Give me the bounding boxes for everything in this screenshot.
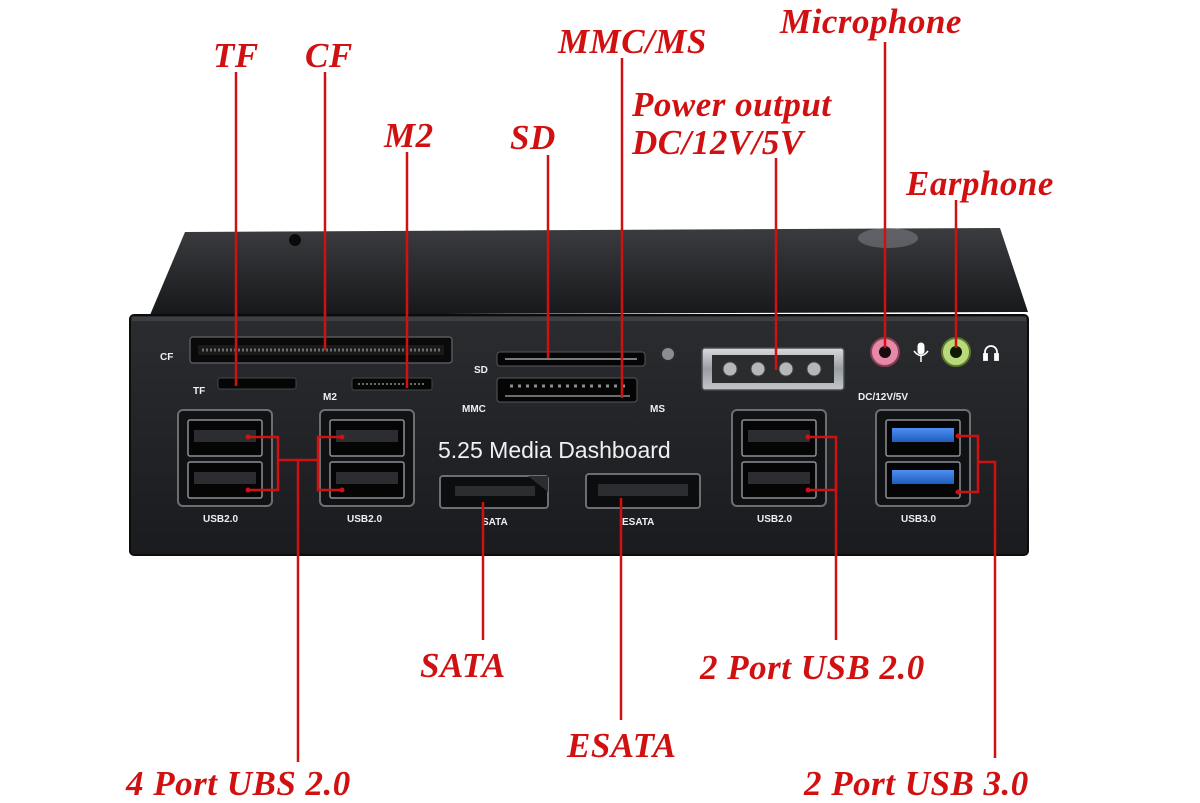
leader-lines xyxy=(234,42,997,762)
usb2-block-b-bracket xyxy=(316,435,342,492)
callout-microphone: Microphone xyxy=(780,2,962,41)
tf-port-label: TF xyxy=(193,386,205,397)
esata-port: ESATA xyxy=(585,473,701,528)
ms-port-label: MS xyxy=(650,404,665,415)
cf-port-label: CF xyxy=(160,352,173,363)
callout-usb3-2port: 2 Port USB 3.0 xyxy=(804,764,1029,803)
sd-port-label: SD xyxy=(474,365,488,376)
callout-mmc-ms: MMC/MS xyxy=(558,22,707,61)
headphone-icon xyxy=(983,345,999,361)
mount-hole xyxy=(289,234,301,246)
cf-slot: CF xyxy=(160,336,453,364)
earphone-jack xyxy=(941,337,999,367)
mmc-ms-slot: MMC MS xyxy=(462,377,665,415)
callout-esata: ESATA xyxy=(567,726,677,765)
m2-slot: M2 xyxy=(323,377,433,403)
callout-usb2-4port: 4 Port UBS 2.0 xyxy=(126,764,351,803)
usb2-block-b: USB2.0 xyxy=(319,409,415,525)
dc-port-label: DC/12V/5V xyxy=(858,392,908,403)
usb3-leader xyxy=(978,460,997,758)
sata-port-label: SATA xyxy=(482,517,508,528)
callout-m2: M2 xyxy=(384,116,434,155)
usb3-bracket xyxy=(958,434,980,494)
callout-usb2-2port: 2 Port USB 2.0 xyxy=(700,648,925,687)
callout-cf: CF xyxy=(305,36,353,75)
callout-tf: TF xyxy=(213,36,259,75)
usb2-a-label: USB2.0 xyxy=(203,514,238,525)
device-title: 5.25 Media Dashboard xyxy=(438,437,671,463)
usb3-label: USB3.0 xyxy=(901,514,936,525)
mmc-port-label: MMC xyxy=(462,404,486,415)
activity-led xyxy=(660,346,676,362)
sd-slot: SD xyxy=(474,351,646,376)
usb2-block-a: USB2.0 xyxy=(177,409,273,525)
tf-slot: TF xyxy=(193,377,297,397)
leader-dots xyxy=(245,433,961,495)
callout-power-line2: DC/12V/5V xyxy=(632,123,804,162)
m2-port-label: M2 xyxy=(323,392,337,403)
esata-port-label: ESATA xyxy=(622,517,654,528)
sata-port: SATA xyxy=(439,475,549,528)
usb3-block: USB3.0 xyxy=(875,409,971,525)
callout-sata: SATA xyxy=(420,646,506,685)
chassis-top xyxy=(150,228,1028,315)
power-connector: DC/12V/5V xyxy=(701,347,908,403)
callout-power-output: Power output DC/12V/5V xyxy=(632,86,832,162)
callout-earphone: Earphone xyxy=(906,164,1054,203)
usb2-c-label: USB2.0 xyxy=(757,514,792,525)
microphone-icon xyxy=(913,342,929,362)
callout-sd: SD xyxy=(510,118,556,157)
usb2-block-c: USB2.0 xyxy=(731,409,827,525)
usb2-b-label: USB2.0 xyxy=(347,514,382,525)
chassis-sticker xyxy=(858,228,918,248)
usb2-block-a-bracket xyxy=(248,435,280,492)
callout-power-line1: Power output xyxy=(632,85,832,124)
